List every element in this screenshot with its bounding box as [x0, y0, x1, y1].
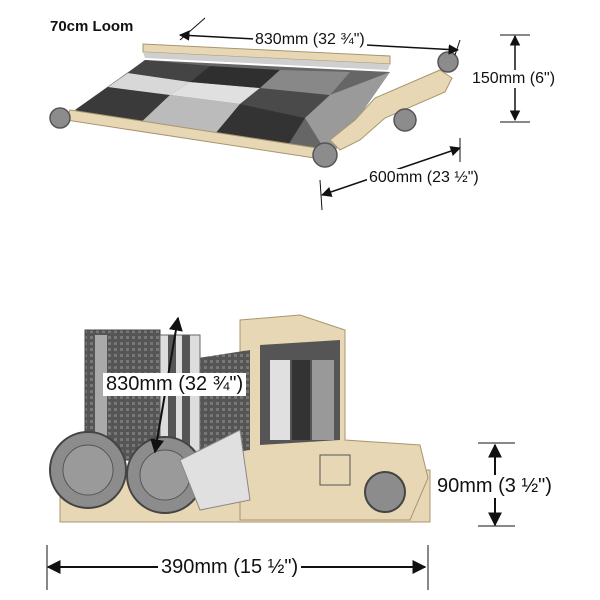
bottom-height-label: 90mm (3 ½") [434, 475, 555, 498]
page-title: 70cm Loom [50, 18, 134, 35]
bottom-weaving-width-label: 830mm (32 ¾") [103, 373, 247, 396]
bottom-loom-illustration [49, 314, 431, 523]
top-height-label: 150mm (6") [470, 70, 558, 88]
top-depth-label: 600mm (23 ½") [367, 169, 481, 187]
bottom-depth-label: 390mm (15 ½") [158, 556, 302, 579]
top-width-label: 830mm (32 ¾") [253, 31, 367, 49]
top-loom-illustration [49, 43, 459, 168]
